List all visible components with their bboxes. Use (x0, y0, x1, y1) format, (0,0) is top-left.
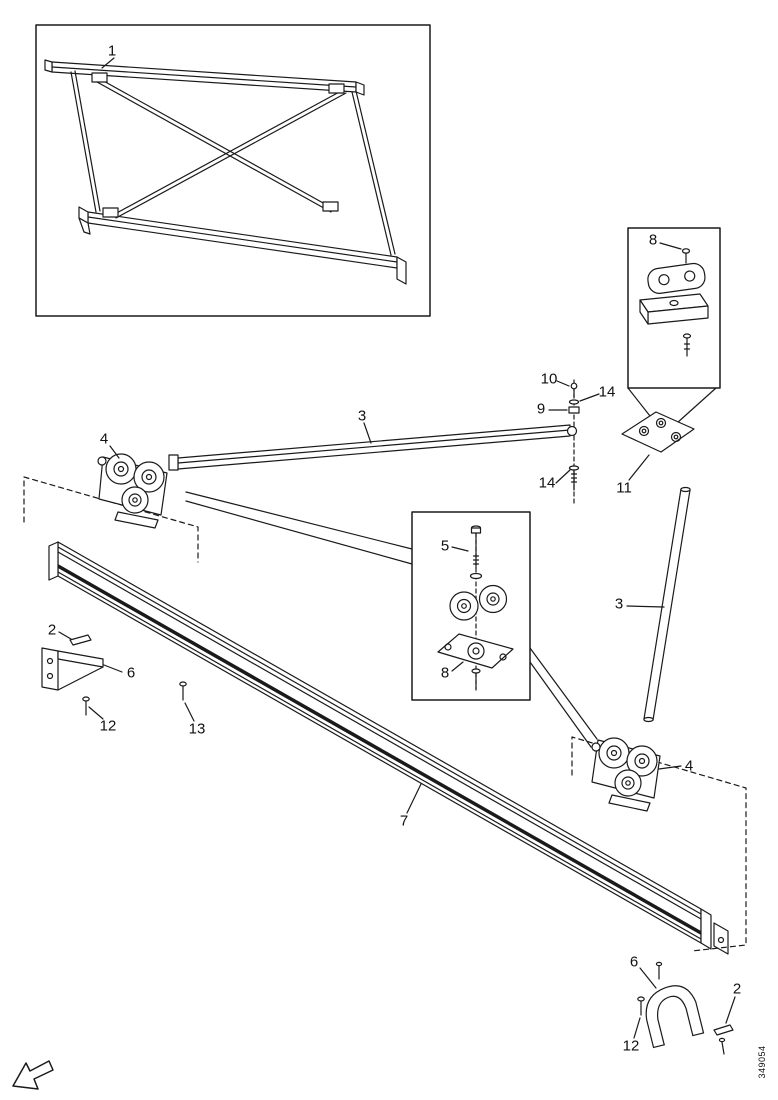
callout-9: 9 (536, 400, 546, 418)
callout-12: 12 (622, 1037, 640, 1055)
callout-3: 3 (614, 595, 624, 613)
callout-2: 2 (732, 980, 742, 998)
inset-roller-bracket-5-8 (411, 511, 531, 701)
callout-11: 11 (616, 479, 632, 497)
callout-6: 6 (126, 664, 136, 682)
callout-10: 10 (540, 370, 558, 388)
callout-3: 3 (357, 407, 367, 425)
roller-assembly-4-lower (591, 737, 682, 812)
callout-5: 5 (440, 537, 450, 555)
clip-2-bottom (713, 996, 736, 1055)
bracket-6-bottom (639, 961, 705, 1049)
main-rail-7 (48, 541, 729, 955)
callout-1: 1 (107, 42, 117, 60)
tube-3-horizontal (168, 422, 571, 471)
callout-4: 4 (99, 430, 109, 448)
screw-12-bottom (633, 996, 645, 1039)
callout-4: 4 (684, 757, 694, 775)
tube-3-right (626, 486, 691, 723)
callout-12: 12 (99, 717, 117, 735)
callout-6: 6 (629, 953, 639, 971)
inset-bracket-8 (627, 227, 721, 424)
callout-14: 14 (538, 474, 556, 492)
bracket-11 (621, 411, 695, 481)
callout-2: 2 (47, 621, 57, 639)
callout-8: 8 (440, 664, 450, 682)
inset-assembled-frame (35, 24, 431, 317)
orientation-arrow-icon (12, 1060, 54, 1090)
clip-2-left (58, 631, 92, 646)
detail-pointer-lines (185, 491, 598, 748)
screw-13 (179, 681, 195, 722)
callout-7: 7 (399, 812, 409, 830)
callout-8: 8 (648, 231, 658, 249)
bracket-6-left (41, 647, 123, 691)
callout-14: 14 (598, 383, 616, 401)
fastener-stack-9-10-14 (548, 379, 600, 506)
screw-12-left (82, 696, 104, 720)
figure-number: 349054 (757, 1045, 767, 1079)
roller-assembly-4-upper (97, 445, 168, 529)
callout-13: 13 (188, 720, 206, 738)
